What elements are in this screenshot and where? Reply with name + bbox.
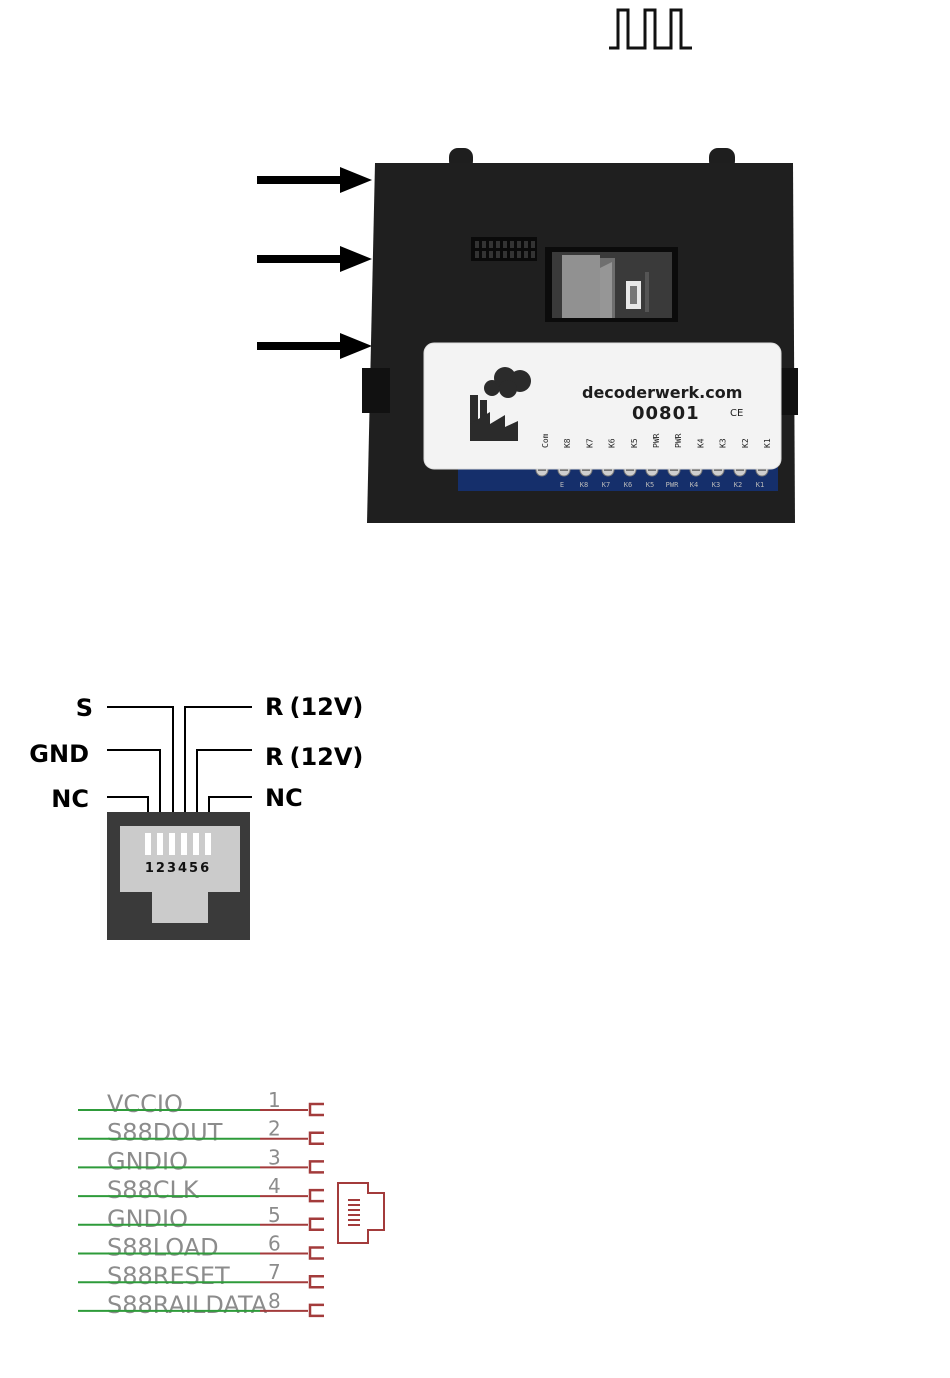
terminal-block-label: K5	[646, 481, 654, 489]
arrow-top	[257, 167, 372, 193]
net-name: S88RESET	[107, 1262, 230, 1290]
net-pin-number: 4	[268, 1174, 281, 1198]
pin-terminal	[310, 1190, 324, 1201]
schematic-net-row: GNDIO 3	[78, 1145, 324, 1175]
pin-label-nc-right: NC	[265, 784, 303, 812]
product-sticker: decoderwerk.com 00801 CE Com K8 K7 K6 K5 PWR P…	[424, 343, 781, 469]
rj-jack-icon: 123456	[107, 812, 250, 940]
net-pin-number: 5	[268, 1203, 281, 1227]
net-name: VCCIO	[107, 1090, 183, 1118]
pin-terminal	[310, 1161, 324, 1172]
net-name: S88RAILDATA	[107, 1291, 268, 1319]
schematic-net-row: VCCIO 1	[78, 1088, 324, 1118]
terminal-block-label: K6	[624, 481, 632, 489]
schematic-net-row: S88RESET 7	[78, 1260, 324, 1290]
schematic-net-row: S88LOAD 6	[78, 1232, 324, 1262]
schematic-net-row: GNDIO 5	[78, 1203, 324, 1233]
net-name: GNDIO	[107, 1205, 188, 1233]
sticker-terminal-label: K4	[696, 438, 705, 448]
sticker-terminal-label: K7	[585, 438, 594, 448]
rj-pinout: S GND NC R(12V) R(12V) NC	[29, 693, 363, 940]
square-wave-icon	[609, 10, 692, 48]
brand-text: decoderwerk.com	[582, 383, 742, 402]
schematic-net-row: S88CLK 4	[78, 1174, 324, 1204]
arrow-middle	[257, 246, 372, 272]
device-window	[545, 247, 678, 322]
net-name: S88CLK	[107, 1176, 200, 1204]
pin-label-nc-left: NC	[51, 785, 89, 813]
terminal-block-label: K3	[712, 481, 720, 489]
schematic-net-row: S88DOUT 2	[78, 1117, 324, 1147]
pin-terminal	[310, 1276, 324, 1287]
terminal-block-label: PWR	[666, 481, 679, 489]
pin-label-gnd: GND	[29, 740, 89, 768]
sticker-terminal-label: PWR	[674, 433, 683, 448]
rj-pin-numbers: 123456	[145, 861, 211, 876]
pin-terminal	[310, 1104, 324, 1115]
pin-label-r-bottom: R(12V)	[265, 743, 363, 771]
terminal-block-label: K2	[734, 481, 742, 489]
sticker-terminal-label: K6	[608, 438, 617, 448]
sticker-terminal-label: K3	[719, 438, 728, 448]
net-pin-number: 3	[268, 1145, 281, 1169]
terminal-block-label: K8	[580, 481, 588, 489]
net-pin-number: 8	[268, 1289, 281, 1313]
sticker-terminal-label: K2	[741, 438, 750, 448]
pin-header	[471, 237, 537, 261]
pin-terminal	[310, 1219, 324, 1230]
pin-terminal	[310, 1305, 324, 1316]
net-name: S88DOUT	[107, 1119, 223, 1147]
net-pin-number: 2	[268, 1117, 281, 1141]
sticker-terminal-label: Com	[541, 433, 550, 448]
net-pin-number: 7	[268, 1260, 281, 1284]
sticker-terminal-label: K8	[563, 438, 572, 448]
net-pin-number: 6	[268, 1232, 281, 1256]
sticker-terminal-label: K5	[630, 438, 639, 448]
serial-number: 00801	[632, 403, 700, 424]
terminal-block-label: K7	[602, 481, 610, 489]
side-clip-left	[362, 368, 390, 413]
pin-terminal	[310, 1133, 324, 1144]
ce-mark: CE	[730, 408, 743, 419]
pin-label-s: S	[76, 694, 93, 722]
net-pin-number: 1	[268, 1088, 281, 1112]
sticker-terminal-label: PWR	[652, 433, 661, 448]
arrow-bottom	[257, 333, 372, 359]
connector-symbol	[338, 1183, 384, 1243]
net-name: GNDIO	[107, 1147, 188, 1175]
terminal-block-label: K1	[756, 481, 764, 489]
net-name: S88LOAD	[107, 1234, 219, 1262]
terminal-block-label: E	[560, 481, 564, 489]
pin-label-r-top: R(12V)	[265, 693, 363, 721]
pin-terminal	[310, 1248, 324, 1259]
terminal-block-label: K4	[690, 481, 698, 489]
sticker-terminal-label: K1	[763, 438, 772, 448]
